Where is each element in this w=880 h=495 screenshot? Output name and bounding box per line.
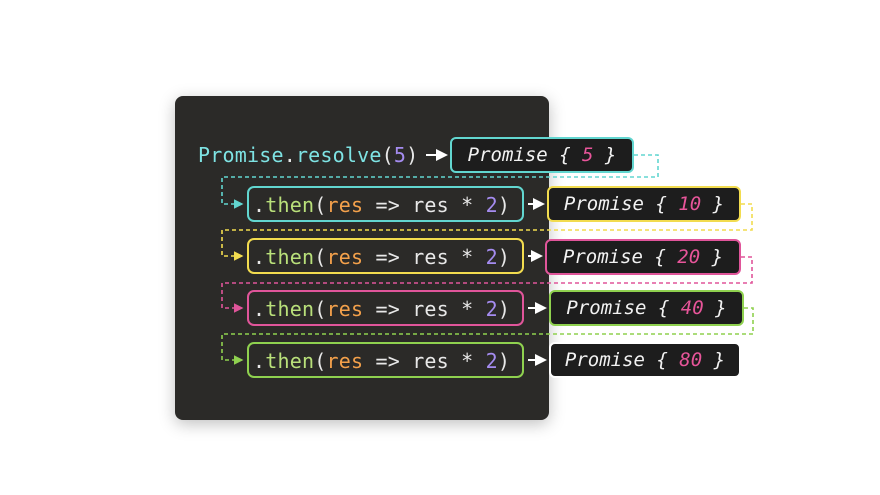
connector-cyan bbox=[221, 154, 659, 209]
code-line-then-2: .then(res => res * 2) bbox=[253, 244, 510, 270]
promise-value: 80 bbox=[679, 349, 703, 371]
body-res: res bbox=[412, 193, 449, 217]
then-box-2 bbox=[247, 238, 524, 274]
resolve-method: resolve bbox=[295, 143, 382, 167]
promise-label: Promise { bbox=[563, 193, 679, 215]
promise-value: 40 bbox=[680, 297, 704, 319]
promise-object: Promise bbox=[198, 143, 284, 167]
then-method: then bbox=[265, 193, 315, 217]
promise-close: } bbox=[703, 297, 727, 319]
factor: 2 bbox=[485, 349, 498, 373]
close-paren: ) bbox=[497, 245, 511, 269]
factor: 2 bbox=[485, 297, 498, 321]
promise-label: Promise { bbox=[562, 246, 678, 268]
promise-value: 20 bbox=[677, 246, 701, 268]
promise-box-5: Promise { 80 } bbox=[549, 342, 741, 378]
body-res: res bbox=[412, 297, 449, 321]
promise-close: } bbox=[701, 193, 725, 215]
dot: . bbox=[253, 193, 266, 217]
close-paren: ) bbox=[497, 297, 511, 321]
then-box-1 bbox=[247, 186, 524, 222]
dot: . bbox=[253, 245, 266, 269]
open-paren: ( bbox=[381, 143, 394, 167]
arrow-op: => bbox=[375, 349, 400, 373]
then-method: then bbox=[265, 297, 315, 321]
promise-box-1: Promise { 5 } bbox=[450, 137, 634, 173]
param-res: res bbox=[326, 193, 364, 217]
open-paren: ( bbox=[314, 245, 327, 269]
close-paren: ) bbox=[406, 143, 419, 167]
arrow-op: => bbox=[375, 193, 400, 217]
promise-box-3: Promise { 20 } bbox=[545, 239, 741, 275]
body-res: res bbox=[412, 245, 449, 269]
close-paren: ) bbox=[497, 349, 511, 373]
promise-value: 10 bbox=[678, 193, 702, 215]
open-paren: ( bbox=[314, 349, 327, 373]
mult-op: * bbox=[461, 245, 474, 269]
code-line-then-4: .then(res => res * 2) bbox=[253, 348, 510, 374]
promise-label: Promise { bbox=[566, 297, 681, 319]
then-box-4 bbox=[247, 342, 524, 378]
then-method: then bbox=[265, 349, 315, 373]
connector-green bbox=[221, 307, 754, 365]
promise-label: Promise { bbox=[467, 144, 583, 166]
close-paren: ) bbox=[497, 193, 511, 217]
code-line-then-1: .then(res => res * 2) bbox=[253, 192, 510, 218]
param-res: res bbox=[326, 245, 364, 269]
promise-box-2: Promise { 10 } bbox=[547, 186, 741, 222]
then-method: then bbox=[265, 245, 315, 269]
promise-box-4: Promise { 40 } bbox=[549, 290, 744, 326]
param-res: res bbox=[326, 349, 364, 373]
connector-pink bbox=[221, 256, 753, 313]
dot: . bbox=[283, 143, 296, 167]
open-paren: ( bbox=[314, 297, 327, 321]
promise-close: } bbox=[700, 246, 724, 268]
factor: 2 bbox=[485, 245, 498, 269]
code-line-resolve: Promise.resolve(5) bbox=[198, 142, 418, 168]
arrow-op: => bbox=[375, 245, 400, 269]
open-paren: ( bbox=[314, 193, 327, 217]
then-box-3 bbox=[247, 290, 524, 326]
resolve-arg: 5 bbox=[393, 143, 407, 167]
dot: . bbox=[253, 349, 266, 373]
mult-op: * bbox=[461, 297, 474, 321]
body-res: res bbox=[412, 349, 449, 373]
arrow-op: => bbox=[375, 297, 400, 321]
promise-close: } bbox=[702, 349, 726, 371]
promise-label: Promise { bbox=[564, 349, 680, 371]
promise-value: 5 bbox=[582, 144, 594, 166]
mult-op: * bbox=[461, 193, 474, 217]
code-line-then-3: .then(res => res * 2) bbox=[253, 296, 510, 322]
factor: 2 bbox=[485, 193, 498, 217]
param-res: res bbox=[326, 297, 364, 321]
promise-close: } bbox=[593, 144, 617, 166]
dot: . bbox=[253, 297, 266, 321]
mult-op: * bbox=[461, 349, 474, 373]
connector-yellow bbox=[221, 203, 753, 261]
